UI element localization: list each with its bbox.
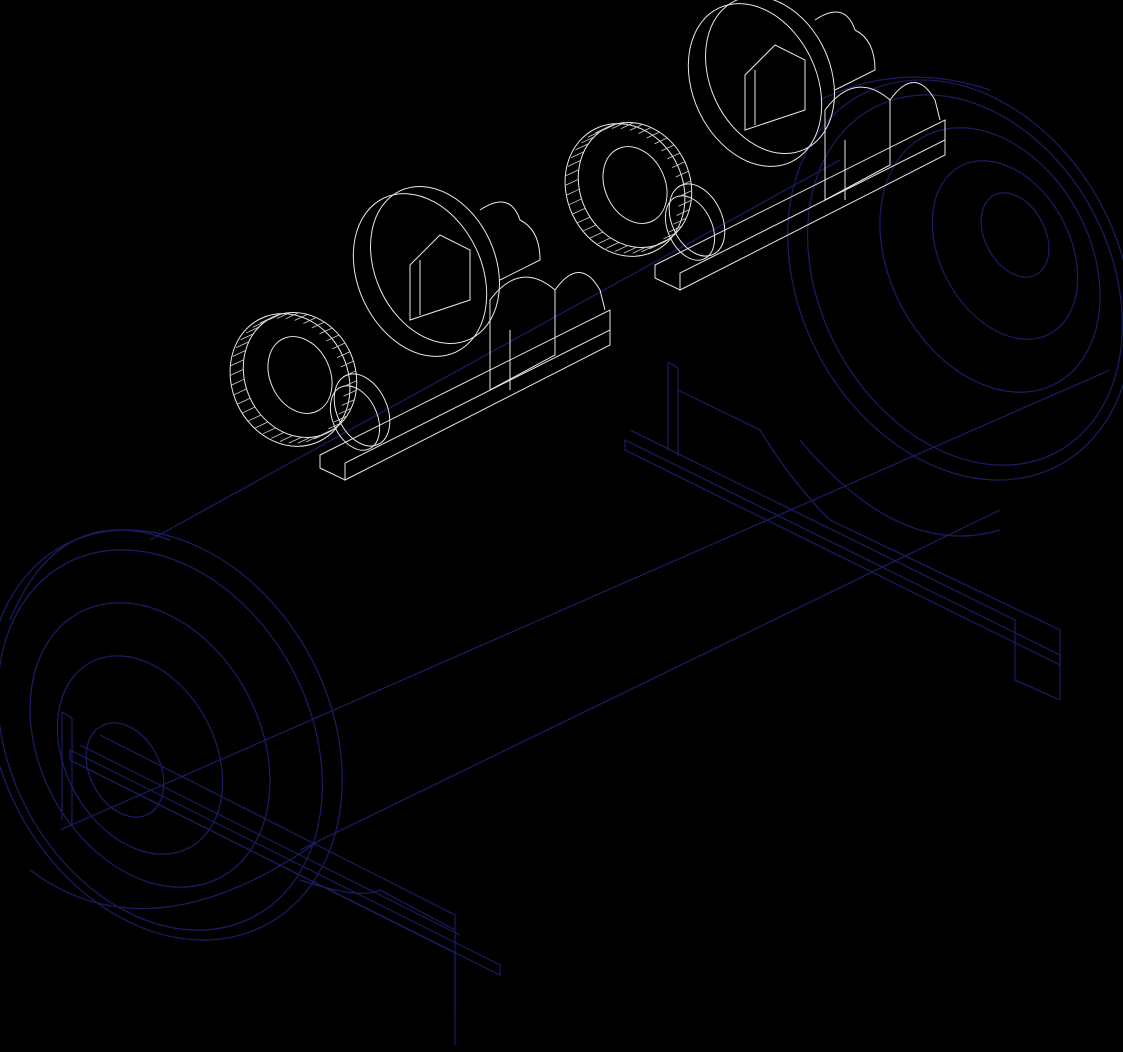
gear-tooth	[319, 327, 333, 335]
gear-tooth	[235, 341, 249, 349]
gear-tooth	[311, 321, 325, 329]
gear-tooth	[248, 414, 262, 422]
gear-tooth	[242, 406, 256, 414]
gear-tooth	[262, 427, 276, 435]
gear-assembly-front	[229, 185, 611, 481]
left-bracket	[61, 711, 501, 1045]
gear-tooth	[297, 436, 311, 444]
gear-tooth	[314, 432, 328, 440]
pedestal-block	[319, 272, 611, 481]
gear-tooth	[231, 378, 245, 386]
gear-tooth	[294, 314, 308, 321]
shaft-lines	[59, 159, 1111, 851]
gear-tooth	[232, 350, 246, 357]
gear-tooth	[332, 342, 346, 350]
frame-wireframe	[0, 76, 1123, 1045]
gear-tooth	[233, 388, 247, 396]
gear-tooth	[343, 389, 357, 397]
gear-tooth	[237, 397, 251, 405]
gear	[229, 312, 358, 447]
gear-tooth	[303, 317, 317, 324]
right-bracket	[624, 361, 1061, 701]
gear-tooth	[340, 360, 354, 368]
gear-tooth	[285, 312, 299, 320]
gear-tooth	[230, 369, 244, 376]
gear-tooth	[240, 333, 254, 341]
gear-tooth	[338, 407, 352, 415]
gear-tooth	[252, 320, 266, 328]
gear-tooth	[230, 359, 244, 366]
gear-tooth	[326, 334, 340, 342]
gear-tooth	[279, 435, 293, 442]
gear-tooth	[271, 432, 285, 439]
gear-tooth	[260, 316, 274, 324]
gear-tooth	[321, 428, 335, 435]
gear-tooth	[255, 421, 269, 429]
gear-tooth	[288, 436, 302, 444]
left-drum	[0, 529, 343, 941]
gear-tooth	[246, 326, 260, 334]
gear-tooth	[336, 351, 351, 359]
gear-tooth	[306, 435, 320, 443]
gear-tooth	[276, 312, 290, 319]
gear-tooth	[333, 415, 347, 423]
gear-tooth	[341, 399, 355, 406]
hub	[329, 373, 391, 451]
right-drum	[787, 76, 1123, 537]
disc	[352, 185, 541, 357]
gear-assembly-rear	[543, 0, 946, 291]
gear-tooth	[268, 313, 282, 321]
